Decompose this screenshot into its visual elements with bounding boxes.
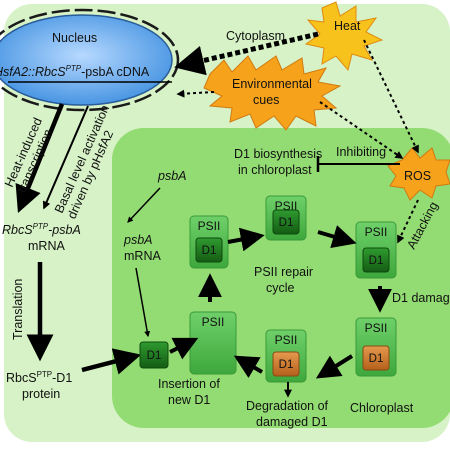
nucleus-label: Nucleus bbox=[52, 31, 97, 45]
psii-label: PSII bbox=[202, 315, 225, 329]
chloroplast-label: Chloroplast bbox=[350, 401, 414, 415]
heat-induced-arrow bbox=[15, 103, 65, 214]
cytoplasm-label: Cytoplasm bbox=[226, 29, 285, 43]
d1-label: D1 bbox=[202, 245, 217, 257]
psii-unit-1: PSII D1 bbox=[189, 215, 229, 269]
repair-cycle-line1: PSII repair bbox=[254, 265, 313, 279]
cycle-arrow-3 bbox=[227, 227, 265, 252]
d1-damage-label: D1 damage bbox=[392, 291, 450, 305]
attacking-arrow bbox=[397, 199, 419, 244]
new-d1: D1 bbox=[139, 341, 169, 369]
d1-label: D1 bbox=[369, 353, 384, 365]
psii-label: PSII bbox=[275, 333, 298, 347]
degradation-line2: damaged D1 bbox=[256, 415, 328, 429]
insertion-line2: new D1 bbox=[168, 393, 210, 407]
psii-label: PSII bbox=[365, 225, 388, 239]
inhibiting-label: Inhibiting bbox=[336, 145, 386, 159]
cues-to-nucleus-arrow bbox=[176, 89, 215, 98]
psii-unit-6: PSII bbox=[189, 311, 237, 375]
psba-gene-label: psbA bbox=[157, 169, 187, 183]
d1-label: D1 bbox=[369, 255, 384, 267]
rbcs-protein-line2: protein bbox=[22, 387, 60, 401]
d1-label: D1 bbox=[147, 350, 162, 362]
basal-activation-arrow bbox=[42, 105, 89, 210]
psii-label: PSII bbox=[365, 321, 388, 335]
d1-box bbox=[362, 247, 390, 273]
protein-to-d1-arrow bbox=[81, 348, 142, 375]
construct-label: HsfA2::RbcSPTP-psbA cDNA bbox=[0, 64, 150, 79]
d1-biosynthesis-line2: in chloroplast bbox=[238, 163, 312, 177]
environmental-cues-line1: Environmental bbox=[232, 77, 312, 91]
rbcs-mrna-label: RbcSPTP-psbA bbox=[2, 222, 81, 237]
degradation-line1: Degradation of bbox=[246, 399, 329, 413]
cycle-arrow-7 bbox=[233, 355, 264, 379]
cycle-arrow-6 bbox=[315, 354, 354, 379]
cycle-arrow-4 bbox=[317, 225, 357, 249]
cues-to-ros-arrow bbox=[319, 101, 404, 159]
d1-label: D1 bbox=[279, 217, 294, 229]
d1-box bbox=[195, 237, 223, 263]
rbcs-protein-label: RbcSPTP-D1 bbox=[6, 370, 72, 385]
ros-label: ROS bbox=[404, 169, 431, 183]
psii-unit-4: PSII D1 bbox=[355, 317, 397, 377]
heat-to-ros-arrow bbox=[363, 39, 419, 154]
psba-gene-arrow bbox=[127, 187, 161, 223]
nucleus: Nucleus HsfA2::RbcSPTP-psbA cDNA bbox=[0, 8, 180, 112]
translation-label: Translation bbox=[11, 279, 25, 340]
rbcs-mrna-line2: mRNA bbox=[28, 239, 65, 253]
new-d1-box bbox=[139, 341, 169, 369]
psii-unit-3: PSII D1 bbox=[355, 221, 397, 279]
repair-cycle-line2: cycle bbox=[266, 281, 295, 295]
environmental-cues-line2: cues bbox=[253, 93, 279, 107]
environmental-cues-burst: Environmental cues bbox=[203, 55, 342, 131]
psba-mrna-line2: mRNA bbox=[124, 249, 161, 263]
psii-label: PSII bbox=[198, 219, 221, 233]
insertion-line1: Insertion of bbox=[158, 377, 220, 391]
d1-biosynthesis-line1: D1 biosynthesis bbox=[234, 147, 322, 161]
psba-mrna-line1: psbA bbox=[123, 233, 153, 247]
ros-burst: ROS bbox=[387, 147, 450, 201]
psii-unit-5: PSII D1 bbox=[265, 329, 307, 383]
damaged-d1-box bbox=[362, 345, 390, 371]
d1-label: D1 bbox=[279, 359, 294, 371]
damaged-d1-box bbox=[272, 351, 300, 377]
d1-box bbox=[272, 209, 300, 235]
psba-mrna-arrow bbox=[135, 267, 151, 338]
heat-label: Heat bbox=[334, 19, 361, 33]
cycle-arrow-1 bbox=[169, 337, 199, 360]
